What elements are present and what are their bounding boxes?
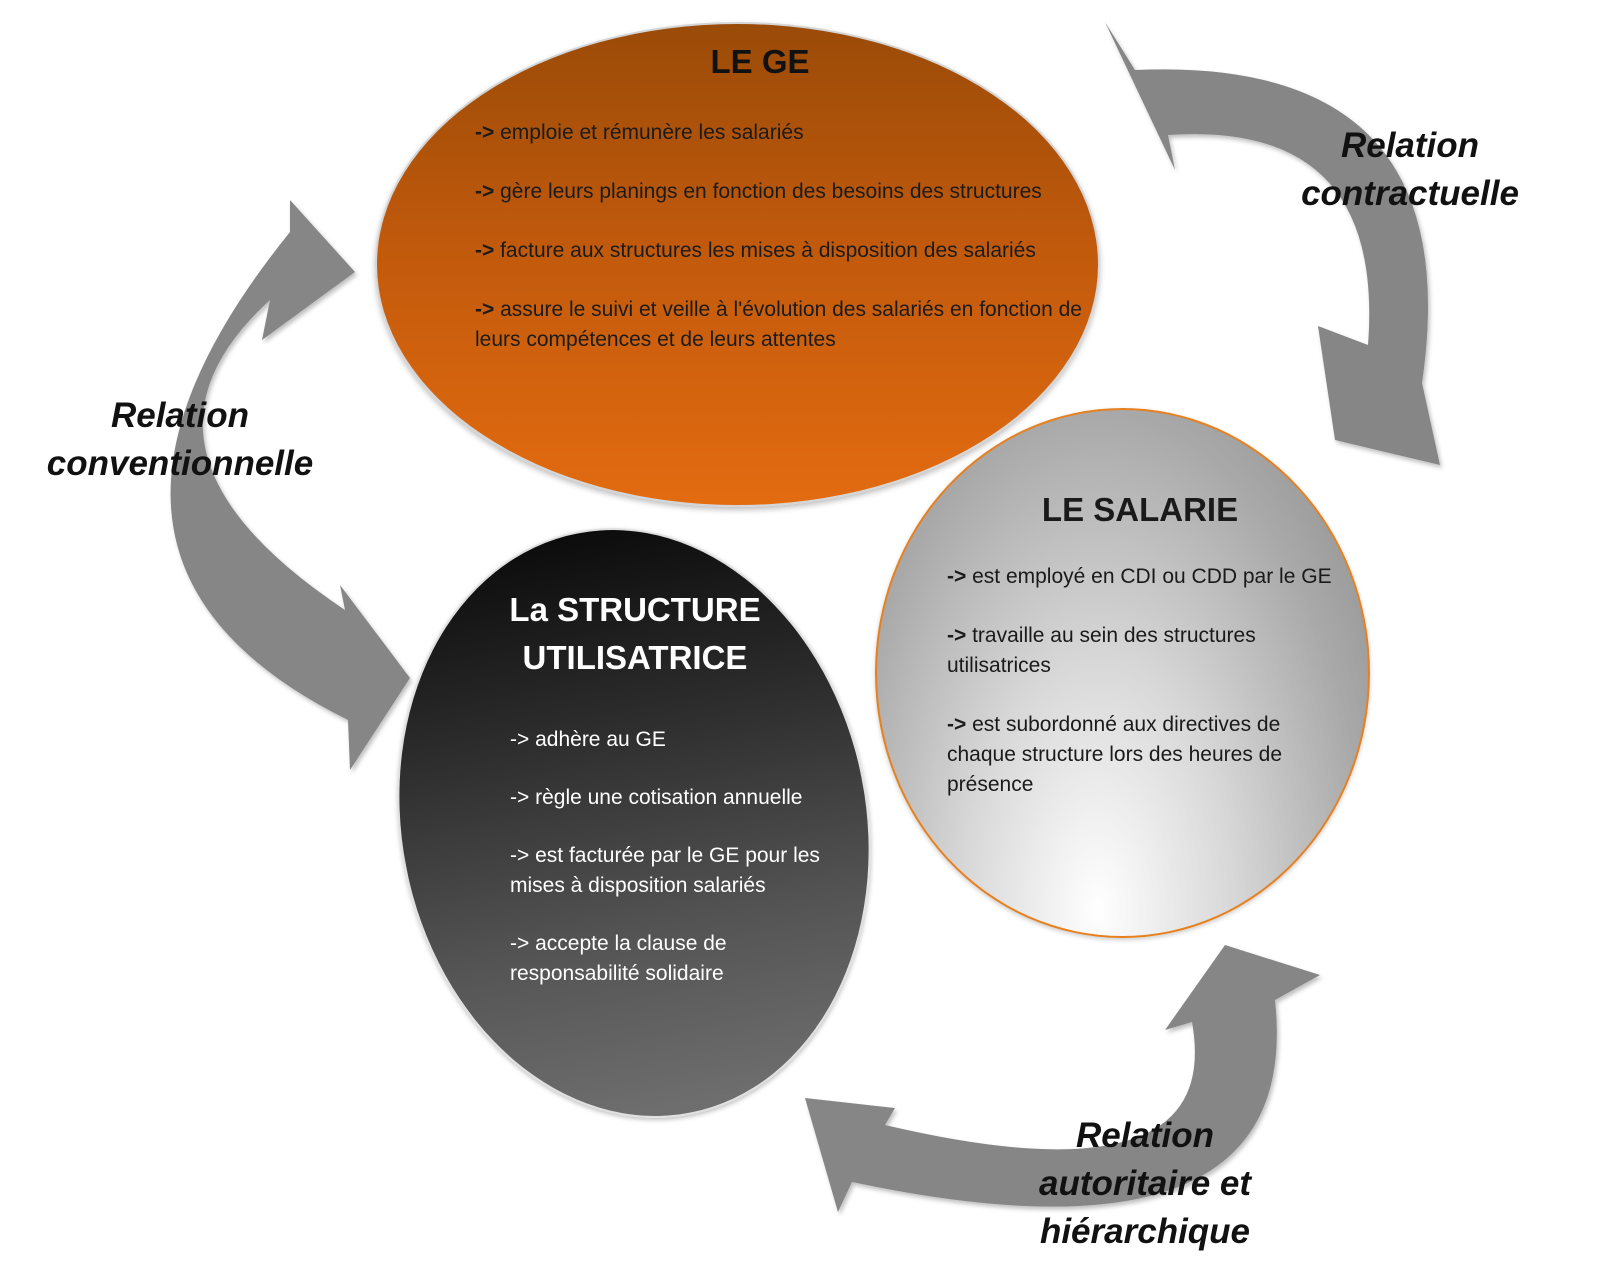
arrow-prefix: -> (475, 298, 495, 321)
ge-ellipse (375, 22, 1100, 507)
relation-autoritaire-label: Relation autoritaire et hiérarchique (1000, 1112, 1290, 1256)
relation-type-cont: hiérarchique (1039, 1212, 1251, 1251)
relation-word: Relation (1340, 126, 1480, 165)
ge-item-text: emploie et rémunère les salariés (494, 121, 804, 144)
relation-word: Relation (110, 396, 250, 435)
salarie-responsibilities: -> est employé en CDI ou CDD par le GE -… (947, 562, 1347, 829)
arrow-prefix: -> (947, 624, 967, 647)
ge-responsibilities: -> emploie et rémunère les salariés -> g… (475, 118, 1085, 384)
structure-item: -> accepte la clause de responsabilité s… (510, 929, 840, 989)
arrow-prefix: -> (510, 728, 530, 751)
relation-type: autoritaire et (1039, 1164, 1251, 1203)
arrow-conventionnelle (170, 200, 410, 770)
structure-title-line2: UTILISATRICE (522, 639, 748, 676)
relation-contractuelle-label: Relation contractuelle (1280, 122, 1540, 218)
salarie-item-text: est employé en CDI ou CDD par le GE (966, 565, 1332, 588)
arrow-prefix: -> (510, 932, 530, 955)
ge-item-text: gère leurs planings en fonction des beso… (494, 180, 1042, 203)
salarie-title: LE SALARIE (1041, 491, 1239, 528)
structure-responsibilities: -> adhère au GE -> règle une cotisation … (510, 725, 840, 1017)
structure-title-line1: La STRUCTURE (509, 591, 761, 628)
salarie-item: -> est subordonné aux directives de chaq… (947, 710, 1347, 800)
structure-title: La STRUCTURE UTILISATRICE (455, 586, 815, 682)
ge-item: -> facture aux structures les mises à di… (475, 236, 1085, 266)
ge-item-text: facture aux structures les mises à dispo… (494, 239, 1036, 262)
structure-item-text: règle une cotisation annuelle (529, 786, 803, 809)
structure-item: -> règle une cotisation annuelle (510, 783, 840, 813)
salarie-ellipse (875, 408, 1370, 938)
ge-item: -> assure le suivi et veille à l'évoluti… (475, 295, 1085, 355)
salarie-item: -> travaille au sein des structures util… (947, 621, 1347, 681)
ge-item: -> emploie et rémunère les salariés (475, 118, 1085, 148)
arrow-prefix: -> (475, 239, 495, 262)
arrow-autoritaire (805, 945, 1320, 1212)
arrow-prefix: -> (947, 713, 967, 736)
relation-type: conventionnelle (46, 444, 314, 483)
structure-item-text: est facturée par le GE pour les mises à … (510, 844, 820, 897)
arrow-prefix: -> (475, 180, 495, 203)
arrow-prefix: -> (510, 786, 530, 809)
arrow-prefix: -> (947, 565, 967, 588)
arrow-prefix: -> (475, 121, 495, 144)
ge-item-text: assure le suivi et veille à l'évolution … (475, 298, 1082, 351)
structure-item-text: adhère au GE (529, 728, 666, 751)
salarie-item-text: est subordonné aux directives de chaque … (947, 713, 1283, 796)
arrow-prefix: -> (510, 844, 530, 867)
salarie-item: -> est employé en CDI ou CDD par le GE (947, 562, 1347, 592)
ge-title: LE GE (710, 43, 810, 80)
structure-item-text: accepte la clause de responsabilité soli… (510, 932, 727, 985)
ge-item: -> gère leurs planings en fonction des b… (475, 177, 1085, 207)
relation-conventionnelle-label: Relation conventionnelle (30, 392, 330, 488)
relation-word: Relation (1075, 1116, 1215, 1155)
arrow-contractuelle (1105, 22, 1440, 465)
relation-type: contractuelle (1301, 174, 1519, 213)
structure-item: -> est facturée par le GE pour les mises… (510, 841, 840, 901)
salarie-item-text: travaille au sein des structures utilisa… (947, 624, 1256, 677)
structure-item: -> adhère au GE (510, 725, 840, 755)
